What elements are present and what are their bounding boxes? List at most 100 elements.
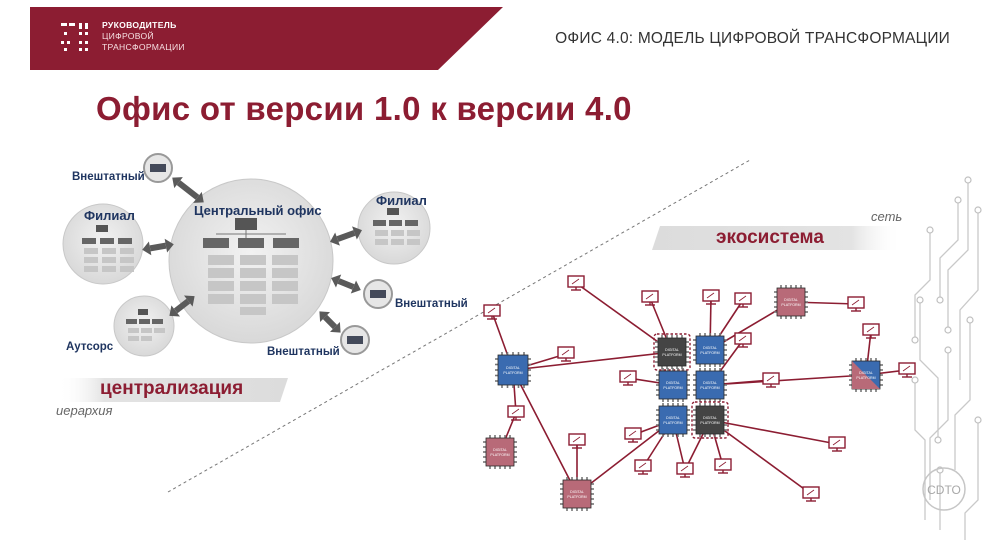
chip-pin bbox=[483, 446, 486, 448]
branch-right-bubble bbox=[357, 191, 431, 265]
chip-pin bbox=[677, 399, 679, 402]
chip-pin bbox=[501, 385, 503, 388]
chip-pin bbox=[528, 374, 531, 377]
chip-pin bbox=[560, 493, 563, 495]
chip-pin bbox=[699, 399, 701, 402]
chip-label: PLATFORM bbox=[490, 453, 509, 457]
chip-pin bbox=[724, 384, 727, 386]
chip-pin bbox=[849, 374, 852, 376]
chip-label: DIGITAL bbox=[859, 371, 873, 375]
chip-pin bbox=[661, 366, 663, 369]
chip-pin bbox=[693, 384, 696, 386]
chip-pin bbox=[800, 285, 802, 288]
chip-pin bbox=[719, 368, 721, 371]
outsource-org-chart bbox=[126, 309, 165, 341]
chip-pin bbox=[849, 369, 852, 371]
chip-pin bbox=[666, 366, 668, 369]
centralization-label: централизация bbox=[100, 378, 244, 399]
monitor-icon bbox=[619, 370, 637, 386]
chip-pin bbox=[875, 389, 877, 392]
chip-pin bbox=[523, 352, 525, 355]
chip-pin bbox=[591, 488, 594, 490]
chip-pin bbox=[672, 399, 674, 402]
chip-body bbox=[695, 335, 725, 365]
chip-pin bbox=[495, 363, 498, 366]
chip-pin bbox=[687, 379, 690, 381]
chip-pin bbox=[709, 399, 711, 402]
chip-pin bbox=[506, 352, 509, 355]
chip-label: DIGITAL bbox=[493, 448, 507, 452]
chip-body bbox=[485, 437, 515, 467]
chip-pin bbox=[667, 399, 669, 402]
chip-pin bbox=[855, 389, 857, 392]
branch-right-org-chart bbox=[373, 208, 420, 245]
chip-pin bbox=[686, 346, 689, 348]
chip-pin bbox=[709, 403, 711, 406]
chip-pin bbox=[709, 368, 711, 371]
chip-pin bbox=[677, 434, 679, 437]
chip-pin bbox=[724, 339, 727, 341]
chip-pin bbox=[724, 349, 727, 351]
chip-pin bbox=[687, 374, 690, 376]
chip-pin bbox=[860, 389, 862, 392]
chip-pin bbox=[581, 508, 583, 511]
chip-pin bbox=[774, 301, 777, 303]
chip-pin bbox=[591, 493, 594, 495]
circuit-nodes bbox=[911, 176, 982, 474]
chip-pin bbox=[719, 364, 721, 367]
chip-pin bbox=[880, 374, 883, 376]
network-link bbox=[709, 419, 812, 495]
connection-arrows bbox=[142, 177, 362, 333]
monitor-icon bbox=[702, 289, 720, 305]
chip-pin bbox=[719, 333, 721, 336]
chip-pin bbox=[855, 358, 857, 361]
monitor-icon bbox=[862, 323, 880, 339]
chip-pin bbox=[719, 434, 721, 437]
chip-pin bbox=[704, 434, 706, 437]
chip-pin bbox=[719, 399, 721, 402]
chip-pin bbox=[509, 466, 511, 469]
chip-body bbox=[658, 370, 688, 400]
chip-pin bbox=[774, 311, 777, 313]
chip-body bbox=[658, 405, 688, 435]
chip-pin bbox=[805, 306, 808, 308]
chip-pin bbox=[566, 477, 568, 480]
chip-pin bbox=[586, 508, 588, 511]
chip-pin bbox=[504, 466, 506, 469]
chip-label: PLATFORM bbox=[663, 421, 682, 425]
chip-pin bbox=[693, 424, 696, 426]
chip-label: DIGITAL bbox=[703, 416, 717, 420]
chip-pin bbox=[512, 385, 514, 388]
chip-label: DIGITAL bbox=[570, 490, 584, 494]
chip-pin bbox=[656, 379, 659, 381]
chip-pin bbox=[656, 384, 659, 386]
chip-body bbox=[695, 405, 725, 435]
chip-pin bbox=[687, 419, 690, 421]
chip-pin bbox=[774, 306, 777, 308]
chip-pin bbox=[714, 364, 716, 367]
chip-pin bbox=[676, 366, 678, 369]
chip-pin bbox=[686, 361, 689, 363]
chip-pin bbox=[514, 451, 517, 453]
chip-pin bbox=[849, 379, 852, 381]
chip-pin bbox=[724, 429, 727, 431]
chip-pin bbox=[687, 409, 690, 411]
chip-pin bbox=[790, 316, 792, 319]
monitor-icon bbox=[624, 427, 642, 443]
chip-pin bbox=[714, 333, 716, 336]
chip-pin bbox=[560, 503, 563, 505]
outsource-label: Аутсорс bbox=[66, 341, 114, 353]
chip-pin bbox=[880, 384, 883, 386]
chip-pin bbox=[724, 354, 727, 356]
chip-pin bbox=[800, 316, 802, 319]
chip-pin bbox=[687, 414, 690, 416]
branch-left-org-chart bbox=[82, 225, 134, 272]
chip-pin bbox=[523, 385, 525, 388]
chip-pin bbox=[780, 316, 782, 319]
chip-pin bbox=[504, 435, 506, 438]
network-link bbox=[512, 351, 673, 371]
